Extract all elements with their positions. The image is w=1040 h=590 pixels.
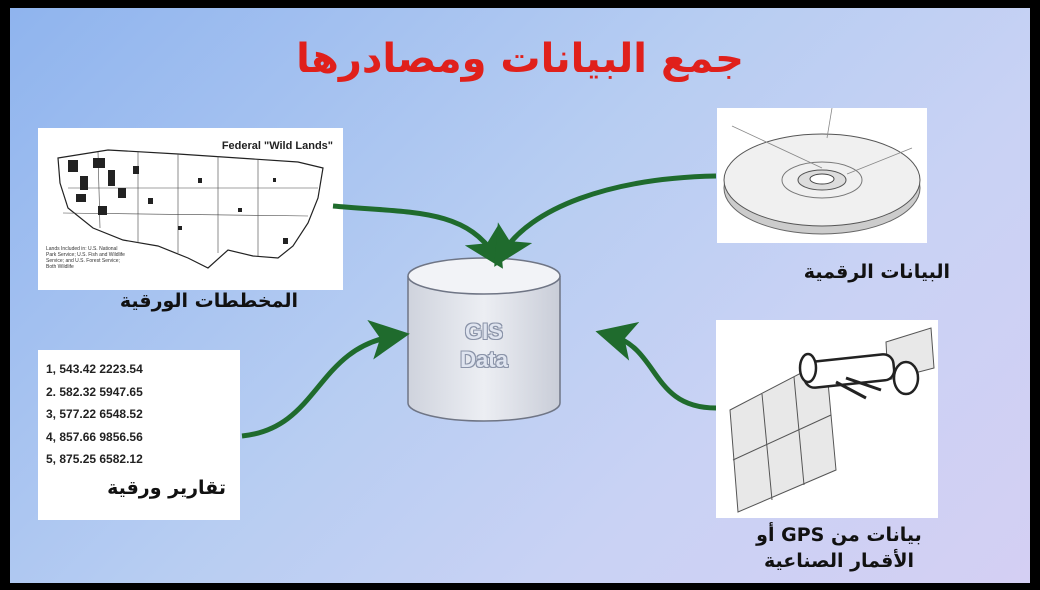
report-line: 5, 875.25 6582.12 (46, 452, 143, 466)
slide-title: جمع البيانات ومصادرها (296, 36, 744, 82)
gps-satellite-caption: بيانات من GPS أو الأقمار الصناعية (700, 522, 978, 574)
paper-reports-caption: تقارير ورقية (107, 477, 226, 499)
gps-caption-line2: الأقمار الصناعية (763, 550, 915, 572)
slide: جمع البيانات ومصادرها Federal "Wild Land… (10, 8, 1030, 583)
gis-data-cylinder (407, 257, 561, 422)
digital-data-caption: البيانات الرقمية (803, 261, 950, 283)
report-lines: 1, 543.42 2223.54 2. 582.32 5947.65 3, 5… (46, 358, 143, 471)
disk-graphic (723, 107, 921, 235)
paper-map-image: Federal "Wild Lands" Lands Included in: … (38, 128, 343, 290)
arrow-satellite-to-data (595, 321, 717, 411)
gis-label-line1: GIS (465, 319, 503, 344)
satellite-graphic (729, 327, 935, 513)
flow-diagram (241, 173, 717, 439)
us-map-graphic (57, 149, 324, 269)
arrow-disk-to-data (494, 173, 717, 267)
map-inner-title: Federal "Wild Lands" (221, 140, 333, 152)
paper-report-image: 1, 543.42 2223.54 2. 582.32 5947.65 3, 5… (38, 350, 240, 520)
arrow-map-to-data (332, 203, 503, 269)
gis-label-line2: Data (460, 347, 508, 372)
gis-data-label: GIS Data (410, 318, 558, 374)
report-line: 2. 582.32 5947.65 (46, 384, 143, 399)
satellite-image (716, 320, 938, 518)
report-line: 4, 857.66 9856.56 (46, 429, 143, 444)
digital-disk-image (717, 107, 927, 243)
report-line: 3, 577.22 6548.52 (46, 407, 143, 421)
report-line: 1, 543.42 2223.54 (46, 362, 143, 376)
map-legend: Lands Included in: U.S. National Park Se… (46, 246, 125, 270)
gps-caption-line1: بيانات من GPS أو (756, 524, 922, 546)
arrow-report-to-data (241, 319, 410, 439)
paper-maps-caption: المخططات الورقية (119, 290, 298, 312)
